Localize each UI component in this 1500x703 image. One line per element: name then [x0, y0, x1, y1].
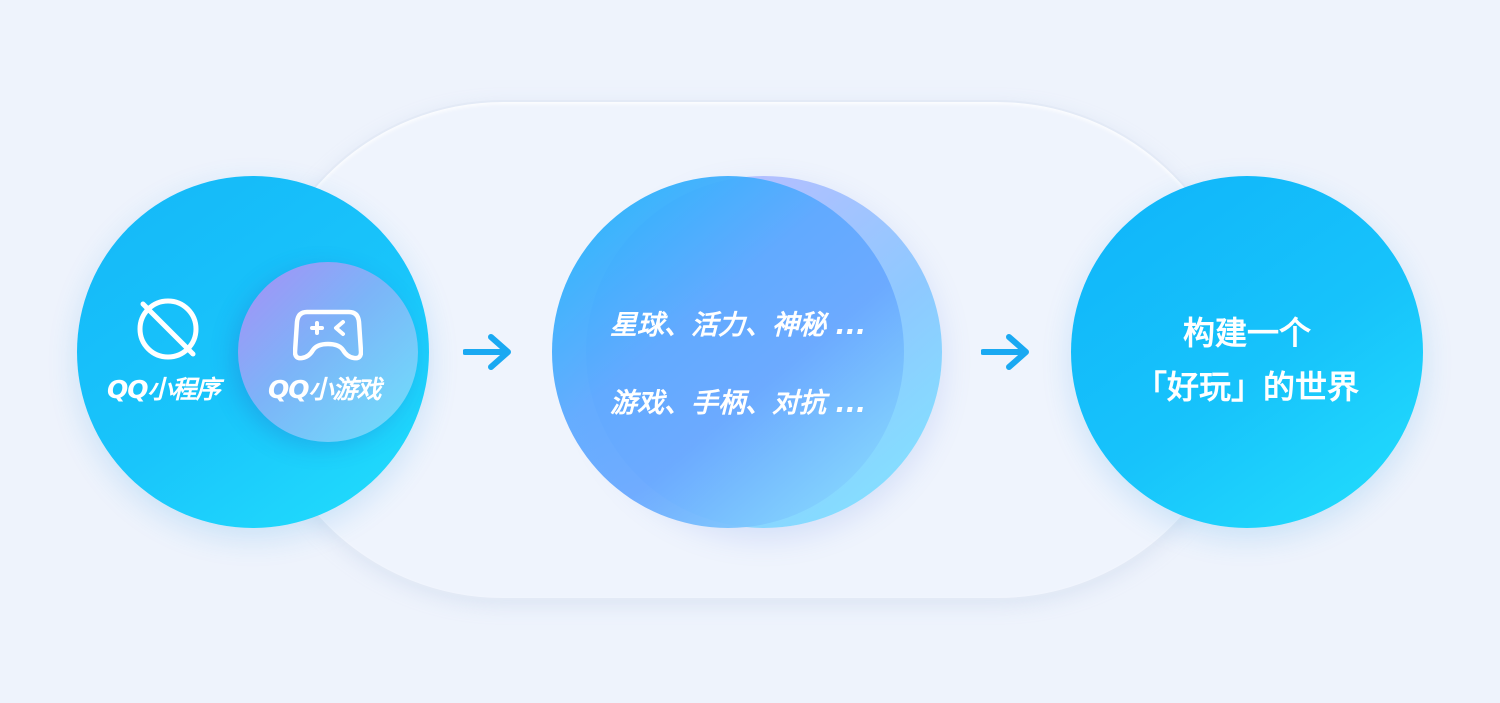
- mini-game-label: QQ小游戏: [268, 375, 382, 404]
- middle-circle: [552, 176, 904, 528]
- gamepad-icon: [293, 309, 363, 361]
- goal-line-2: 「好玩」的世界: [1134, 368, 1359, 406]
- arrow-right-icon: [463, 334, 511, 370]
- planet-icon: [137, 298, 199, 360]
- right-circle: [1071, 176, 1423, 528]
- mini-program-label: QQ小程序: [107, 375, 221, 404]
- keywords-line-2: 游戏、手柄、对抗 ...: [610, 388, 867, 419]
- goal-line-1: 构建一个: [1182, 314, 1311, 352]
- mini-game-circle: [238, 262, 418, 442]
- arrow-right-icon: [981, 334, 1029, 370]
- keywords-line-1: 星球、活力、神秘 ...: [610, 310, 867, 341]
